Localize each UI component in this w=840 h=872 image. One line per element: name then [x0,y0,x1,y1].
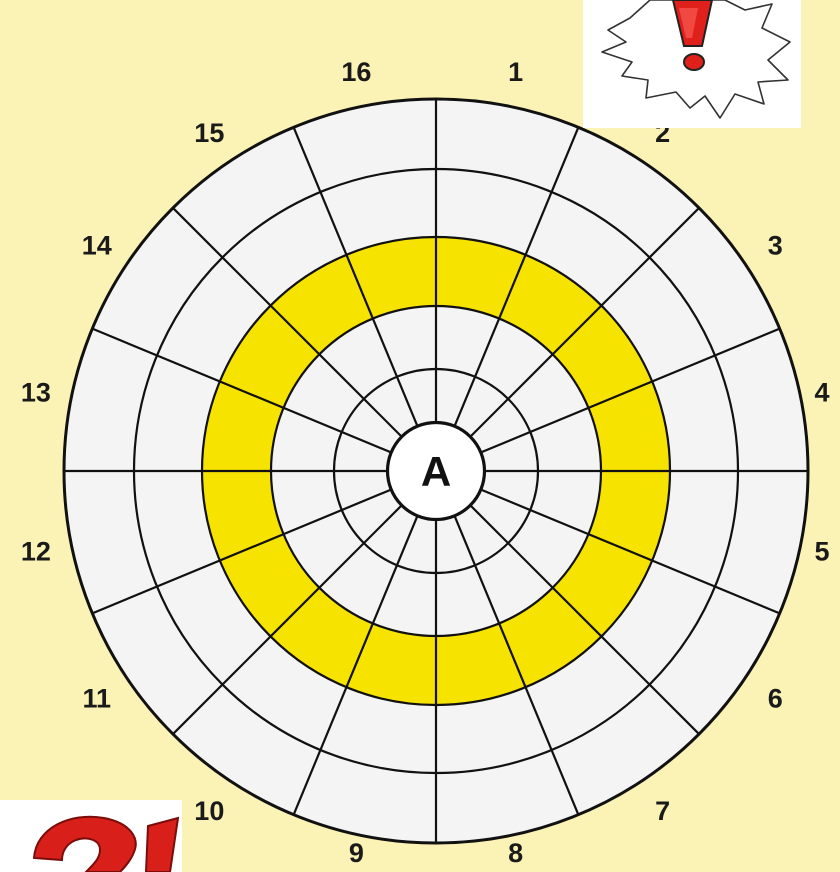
sector-number-16: 16 [341,57,371,87]
center-circle: A [388,423,484,519]
sector-number-15: 15 [194,118,224,148]
sector-number-8: 8 [508,838,523,868]
exclamation-icon [583,0,801,128]
sector-number-9: 9 [349,838,364,868]
sector-number-3: 3 [768,230,783,260]
sector-number-13: 13 [21,377,51,407]
sector-number-7: 7 [655,796,670,826]
sector-number-14: 14 [82,230,112,260]
sector-number-6: 6 [768,684,783,714]
center-label: A [421,448,451,495]
sector-number-12: 12 [21,537,51,567]
sector-number-5: 5 [814,537,829,567]
sector-number-11: 11 [82,684,111,714]
sector-number-10: 10 [194,796,224,826]
sector-number-4: 4 [814,377,829,407]
question-icon [0,800,182,872]
sector-number-1: 1 [508,57,523,87]
